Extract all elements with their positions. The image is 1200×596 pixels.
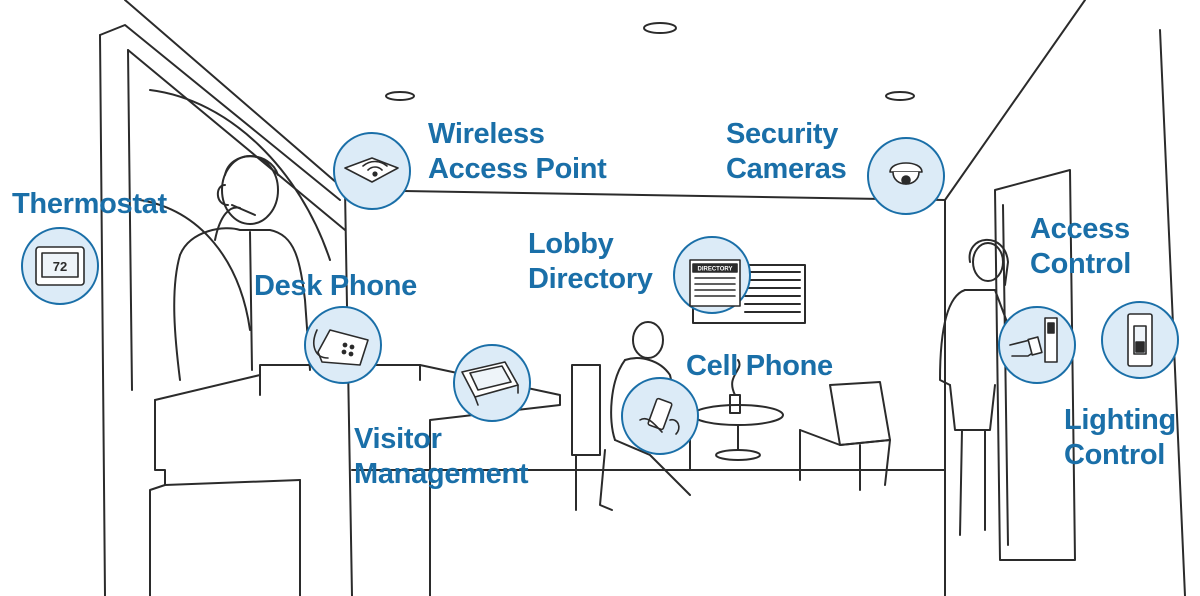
cell-phone-icon (639, 397, 680, 435)
visitor-management-icon (461, 361, 519, 406)
security-label-line-1: Security (726, 118, 839, 150)
visitor-label-line-2: Management (354, 458, 529, 490)
room-walls (99, 0, 1186, 596)
armchair (799, 381, 891, 491)
access-control-icon (1009, 317, 1058, 363)
lighting-label-line-2: Control (1064, 439, 1165, 471)
access-label-line-1: Access (1030, 213, 1130, 245)
desk-phone-label-line-1: Desk Phone (254, 270, 417, 302)
receptionist-figure (173, 155, 311, 381)
visitor-label-line-1: Visitor (354, 423, 442, 455)
desk-phone-icon (313, 329, 369, 366)
lighting-control-icon (1127, 313, 1153, 367)
security-camera-icon (889, 162, 923, 185)
thermostat-label: Thermostat (12, 187, 167, 222)
lighting-label-line-1: Lighting (1064, 404, 1176, 436)
thermostat-reading: 72 (53, 259, 67, 274)
lobby-label-line-2: Directory (528, 263, 653, 295)
access-control-label: Access Control (1030, 212, 1131, 282)
wireless-label-line-1: Wireless (428, 118, 545, 150)
wireless-label-line-2: Access Point (428, 153, 607, 185)
cell-phone-label-line-1: Cell Phone (686, 350, 833, 382)
thermostat-icon: 72 (35, 246, 85, 286)
lobby-directory-label: Lobby Directory (528, 227, 653, 297)
cell-phone-label: Cell Phone (686, 349, 833, 384)
wireless-access-point-label: Wireless Access Point (428, 117, 607, 187)
wireless-access-point-icon (344, 157, 399, 183)
access-label-line-2: Control (1030, 248, 1131, 280)
desk-phone-label: Desk Phone (254, 269, 417, 304)
ceiling-lights (385, 22, 915, 101)
lighting-control-label: Lighting Control (1064, 403, 1176, 473)
security-label-line-2: Cameras (726, 153, 847, 185)
visitor-management-label: Visitor Management (354, 422, 529, 492)
lobby-directory-icon: DIRECTORY (689, 259, 741, 307)
directory-sign-text: DIRECTORY (697, 267, 732, 273)
thermostat-label-line-1: Thermostat (12, 188, 167, 220)
lobby-label-line-1: Lobby (528, 228, 614, 260)
security-cameras-label: Security Cameras (726, 117, 847, 187)
